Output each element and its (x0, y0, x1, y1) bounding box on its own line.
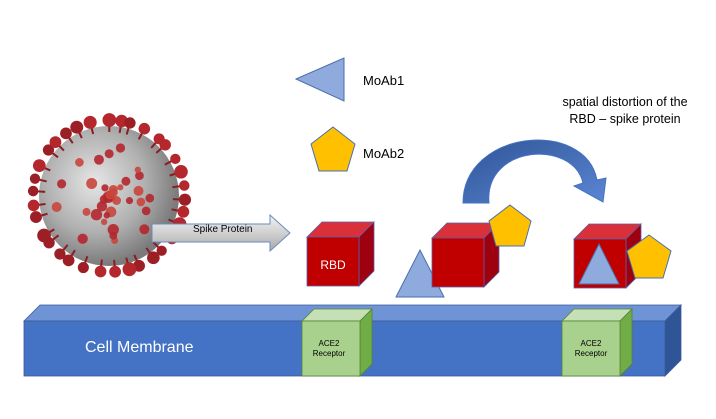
virus-surface-spike (90, 209, 103, 221)
virus-spike-head (138, 122, 151, 135)
virus-spike-head (42, 144, 55, 156)
ace2-label-line-2: Receptor (312, 349, 346, 358)
virus-spike-head (124, 117, 136, 129)
virus-surface-spike (107, 223, 119, 236)
rbd-cube-2 (431, 222, 500, 288)
virus-surface-spike (134, 166, 141, 173)
virus-spike-head (27, 185, 39, 197)
virus-surface-spike (100, 218, 108, 226)
virus-surface-spike (96, 201, 108, 212)
ace2-label-line-2: Receptor (574, 349, 608, 358)
virus-spike-head (37, 228, 51, 243)
virus-spike-head (177, 205, 190, 218)
virus-surface-spike (86, 178, 98, 190)
virus-spike-head (54, 248, 66, 260)
virus-surface-spike (105, 190, 115, 200)
ace2-receptor-label-1: ACE2 Receptor (301, 339, 357, 359)
virus-surface-spike (121, 176, 131, 186)
virus-surface-spike (135, 171, 144, 181)
virus-surface-spike (141, 206, 151, 216)
virus-spike-head (147, 251, 160, 265)
virus-spike-head (49, 136, 62, 148)
virus-spike-head (159, 139, 171, 151)
virus-spike-head (60, 127, 72, 140)
ace2-label-line-1: ACE2 (580, 339, 602, 348)
virus-surface-spike (75, 158, 84, 167)
virus-surface-spike (77, 233, 88, 244)
virus-spike-head (32, 159, 46, 173)
virus-spike-head (83, 115, 97, 129)
curved-arrow-icon (462, 139, 607, 204)
rbd-label: RBD (320, 258, 346, 272)
virus-surface-spike (133, 185, 144, 196)
rbd-cube-1 (306, 221, 375, 287)
virus-spike-head (179, 180, 190, 191)
virus-spike-head (174, 165, 188, 179)
ace2-label-line-1: ACE2 (318, 339, 340, 348)
spike-protein-arrow (151, 213, 291, 253)
virus-spike-head (156, 245, 167, 256)
moab2-pentagon-icon (310, 126, 356, 172)
virus-surface-spike (101, 184, 109, 192)
spatial-distortion-line-2: RBD – spike protein (569, 112, 681, 126)
virus-surface-spike (57, 179, 67, 189)
ace2-receptor-label-2: ACE2 Receptor (563, 339, 619, 359)
virus-spike-head (27, 199, 40, 212)
virus-spike-head (122, 262, 137, 277)
virus-surface-spike (103, 212, 111, 219)
spatial-distortion-label: spatial distortion of the RBD – spike pr… (540, 94, 710, 128)
virus-surface-spike (93, 154, 104, 165)
virus-surface-spike (117, 184, 124, 191)
moab2-pentagon-bound-2 (626, 234, 672, 279)
virus-surface-spike (125, 197, 134, 205)
virus-spike-head (70, 120, 84, 134)
moab1-triangle-bound (578, 242, 620, 285)
virus-spike-head (94, 265, 107, 278)
virus-surface-spike (112, 196, 122, 205)
moab1-label: MoAb1 (363, 73, 405, 88)
virus-surface-spike (139, 224, 150, 235)
virus-surface-spike (115, 143, 126, 153)
virus-spike-head (77, 261, 89, 274)
virus-spike-head (109, 265, 121, 278)
virus-surface-spike (136, 197, 146, 207)
virus-spike-head (62, 254, 75, 267)
spatial-distortion-line-1: spatial distortion of the (562, 95, 688, 109)
virus-spike-head (29, 173, 41, 184)
virus-surface-spike (145, 193, 155, 203)
virus-spike-head (102, 113, 117, 127)
virus-surface-spike (104, 149, 114, 159)
moab1-triangle-icon (294, 57, 345, 102)
virus-spike-head (170, 153, 181, 165)
moab2-pentagon-bound-1 (488, 204, 532, 247)
virus-spike-head (178, 193, 192, 206)
moab2-label: MoAb2 (363, 146, 405, 161)
ace2-receptor-1 (301, 308, 373, 377)
ace2-receptor-2 (561, 308, 633, 377)
virus-spike-head (30, 211, 42, 224)
coronavirus-icon (27, 113, 192, 278)
cell-membrane-label: Cell Membrane (85, 339, 194, 356)
virus-surface-spike (82, 207, 91, 216)
virus-surface-spike (51, 202, 62, 213)
spike-protein-label: Spike Protein (193, 224, 253, 235)
